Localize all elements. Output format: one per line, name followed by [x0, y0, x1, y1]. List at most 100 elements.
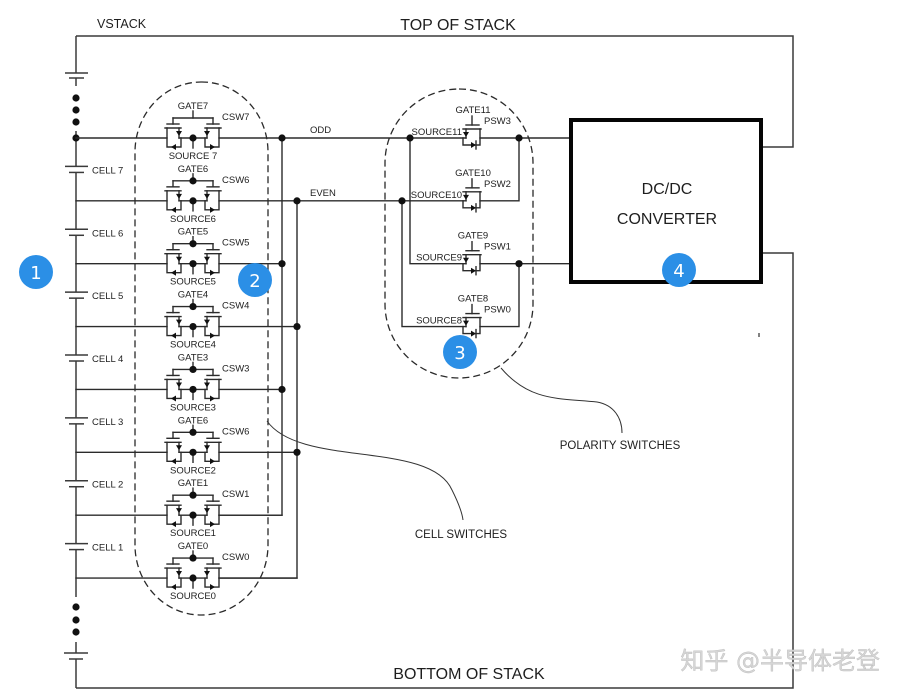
ellipsis-dot — [72, 94, 80, 102]
gate-drops — [172, 557, 214, 565]
source-node-dot — [189, 385, 197, 394]
even-tap-wire — [401, 200, 467, 328]
psw2-output — [479, 137, 520, 202]
gate-node-dot — [189, 491, 197, 499]
source-node-dot — [189, 322, 197, 331]
switch-label: PSW2 — [484, 179, 511, 190]
right-body-diode — [210, 458, 215, 465]
polarity-switches: GATE11PSW3SOURCE11GATE10PSW2SOURCE10GATE… — [398, 105, 570, 339]
gate-drops — [172, 431, 214, 439]
switch-label: PSW3 — [484, 116, 511, 127]
even-bus-junction-dot — [293, 322, 301, 331]
source-label: SOURCE5 — [170, 277, 216, 288]
polarity-switches-callout: POLARITY SWITCHES — [560, 440, 681, 452]
cell-switches-group-outline — [134, 81, 269, 616]
switch-label: CSW5 — [222, 238, 249, 249]
badge-3-number: 3 — [454, 343, 465, 364]
source-node-dot — [189, 134, 197, 142]
left-fet-arrow — [176, 382, 182, 388]
gate-label: GATE5 — [178, 227, 208, 238]
source-label: SOURCE9 — [416, 253, 462, 264]
converter-label-line1: DC/DC — [642, 181, 693, 198]
gate-label: GATE8 — [458, 294, 488, 305]
gate-drops — [172, 243, 214, 251]
top-of-stack-label: TOP OF STACK — [400, 17, 516, 34]
left-body-diode — [171, 521, 176, 528]
bottom-of-stack-rail — [76, 252, 794, 689]
odd-tap-dot — [406, 134, 414, 142]
left-fet-arrow — [176, 319, 182, 325]
gate-drops — [172, 494, 214, 502]
left-body-diode — [171, 395, 176, 402]
badge-1-circle — [19, 255, 53, 289]
source-node-dot — [189, 448, 197, 456]
left-body-diode — [171, 584, 176, 591]
badge-3-circle — [443, 335, 477, 369]
gate-node-dot — [189, 177, 197, 185]
odd-bus-junction-dot — [278, 260, 286, 268]
badge-2-circle — [238, 263, 272, 297]
gate-node-dot — [189, 302, 197, 311]
left-fet-arrow — [176, 571, 182, 577]
bottom-of-stack-label: BOTTOM OF STACK — [393, 666, 545, 683]
ellipsis-dot — [72, 628, 80, 636]
gate-drops — [172, 368, 214, 377]
cell-label: CELL 3 — [92, 417, 123, 428]
odd-bus-label: ODD — [310, 125, 331, 136]
left-body-diode — [171, 269, 176, 276]
right-fet-arrow — [204, 382, 210, 388]
source-arrow — [463, 320, 469, 326]
right-fet-arrow — [204, 319, 210, 325]
odd-tap-wire — [409, 137, 467, 265]
ellipsis-dot — [72, 603, 80, 611]
source-node-dot — [189, 574, 197, 582]
right-body-diode — [210, 584, 215, 591]
right-body-diode — [210, 521, 215, 528]
gate-label: GATE7 — [178, 101, 208, 112]
source-node-dot — [189, 260, 197, 268]
even-bus-label: EVEN — [310, 188, 336, 199]
gate-label: GATE11 — [455, 105, 490, 116]
cell-label: CELL 6 — [92, 228, 123, 239]
polarity-switches-group-outline — [384, 88, 534, 379]
cell-label: CELL 5 — [92, 291, 123, 302]
cell-switches-callout: CELL SWITCHES — [415, 529, 508, 541]
source-label: SOURCE1 — [170, 528, 216, 539]
gate-label: GATE3 — [178, 352, 208, 363]
dc-dc-converter: DC/DC CONVERTER — [569, 118, 763, 284]
source-label: SOURCE6 — [170, 214, 216, 225]
switch-label: CSW6 — [222, 175, 249, 186]
left-fet-arrow — [176, 445, 182, 451]
source-arrow — [463, 132, 469, 137]
even-tap-dot — [398, 197, 406, 205]
switch-label: PSW0 — [484, 305, 511, 316]
badge-4: 4 — [662, 253, 696, 287]
odd-bus-junction-dot — [278, 134, 286, 142]
source-label: SOURCE10 — [411, 190, 462, 201]
source-arrow — [463, 194, 469, 200]
left-fet-arrow — [176, 256, 182, 262]
badge-2: 2 — [238, 263, 272, 297]
right-body-diode — [210, 144, 215, 150]
left-body-diode — [171, 144, 176, 150]
stack-rails — [76, 35, 794, 689]
vstack-label: VSTACK — [97, 17, 147, 31]
left-body-diode — [171, 206, 176, 213]
badge-3: 3 — [443, 335, 477, 369]
badge-2-number: 2 — [249, 271, 260, 292]
source-node-dot — [189, 511, 197, 519]
ellipsis-dot — [72, 118, 80, 126]
body-diode — [471, 267, 476, 274]
gate-label: GATE6 — [178, 164, 208, 175]
output-junction-dot — [515, 134, 523, 142]
right-body-diode — [210, 269, 215, 276]
body-diode — [471, 204, 476, 211]
top-of-stack-rail — [76, 35, 794, 148]
gate-node-dot — [189, 240, 197, 248]
body-diode — [471, 330, 476, 337]
right-body-diode — [210, 332, 215, 339]
cell-label: CELL 2 — [92, 480, 123, 491]
